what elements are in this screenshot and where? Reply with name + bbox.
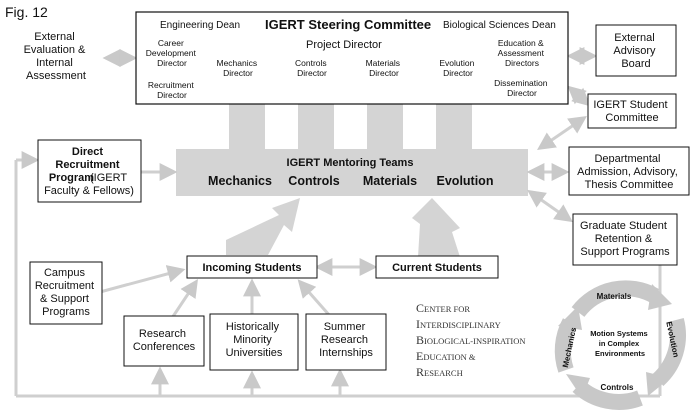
external-evaluation-label: External Evaluation & Internal Assessmen… [24,31,89,82]
cycle-arc-right [652,317,686,386]
incoming-students-label: Incoming Students [203,262,302,274]
current-students-box [375,255,499,279]
evolution-director: Evolution Director [439,58,476,78]
incoming-arrow [226,198,300,255]
grad-retention: Graduate Student Retention & Support Pro… [572,213,678,266]
campus-recruitment-label: Campus Recruitment & Support Programs [35,267,97,318]
center-logo-text: CENTER FOR INTERDISCIPLINARY BIOLOGICAL-… [416,301,526,379]
controls-director: Controls Director [295,58,329,78]
team-mechanics: Mechanics [208,174,272,188]
cycle-arrowhead-left [558,306,582,330]
summer-research-box [305,313,387,371]
current-students: Current Students [375,255,499,279]
campus-recruitment: Campus Recruitment & Support Programs [29,261,103,325]
departmental-committee: Departmental Admission, Advisory, Thesis… [568,146,690,196]
cycle-arrowhead-right [646,372,670,396]
research-conferences-box [123,315,205,367]
center-line-3: BIOLOGICAL-INSPIRATION [416,333,526,347]
cycle-center-label: Motion Systems in Complex Environments [590,329,650,358]
mentoring-teams: IGERT Mentoring Teams Mechanics Controls… [208,157,493,188]
engineering-dean: Engineering Dean [160,20,240,31]
external-evaluation: External Evaluation & Internal Assessmen… [24,31,89,82]
igert-student-committee-label: IGERT Student Committee [593,99,670,124]
current-arrow [412,198,460,257]
recruitment-director: Recruitment Director [148,80,196,100]
steering-title: IGERT Steering Committee [265,17,431,32]
summer-research-label: Summer Research Internships [319,321,373,359]
current-students-label: Current Students [392,262,482,274]
incoming-students: Incoming Students [186,255,318,279]
team-evolution: Evolution [437,174,494,188]
materials-director: Materials Director [366,58,403,78]
cycle-materials: Materials [597,292,632,301]
team-controls: Controls [288,174,339,188]
steering-committee-box [135,11,569,105]
cycle-controls: Controls [601,383,634,392]
edu-assessment-directors: Education & Assessment Directors [498,38,547,68]
mentoring-band [176,149,528,196]
research-conferences: Research Conferences [123,315,205,367]
dissemination-director: Dissemination Director [494,78,550,98]
summer-research: Summer Research Internships [305,313,387,371]
departmental-label: Departmental Admission, Advisory, Thesis… [577,153,681,191]
campus-recruitment-box [29,261,103,325]
cycle-diagram: Motion Systems in Complex Environments M… [554,280,686,410]
figure-label: Fig. 12 [5,4,48,20]
connectors [14,47,662,398]
direct-recruitment: Direct Recruitment Program (IGERT Facult… [37,139,142,203]
center-line-5: RESEARCH [416,365,463,379]
team-materials: Materials [363,174,417,188]
historically-minority-label: Historically Minority Universities [226,321,283,359]
grad-retention-box [572,213,678,266]
departmental-box [568,146,690,196]
historically-minority-box [209,313,299,371]
career-dev-director: Career Development Director [146,38,198,68]
cycle-arrowhead-top [648,284,672,310]
research-conferences-label: Research Conferences [133,328,196,353]
center-line-4: EDUCATION & [416,349,476,363]
mechanics-director: Mechanics Director [216,58,259,78]
historically-minority: Historically Minority Universities [209,313,299,371]
direct-recruitment-label: Direct Recruitment Program (IGERT Facult… [44,146,134,197]
mentoring-title: IGERT Mentoring Teams [287,157,414,169]
igert-student-committee-box [587,93,677,129]
center-line-2: INTERDISCIPLINARY [416,317,501,331]
steering-committee: Engineering Dean IGERT Steering Committe… [135,11,569,105]
center-line-1: CENTER FOR [416,301,470,315]
external-advisory-board: External Advisory Board [595,24,677,77]
grad-retention-label: Graduate Student Retention & Support Pro… [580,220,670,258]
igert-student-committee: IGERT Student Committee [587,93,677,129]
project-director: Project Director [306,39,382,51]
cycle-arc-top [571,280,659,318]
bio-sciences-dean: Biological Sciences Dean [443,20,556,31]
cycle-arrowhead-bottom [566,374,590,398]
external-advisory-label: External Advisory Board [613,32,658,70]
incoming-students-box [186,255,318,279]
direct-recruitment-box [37,139,142,203]
external-advisory-box [595,24,677,77]
